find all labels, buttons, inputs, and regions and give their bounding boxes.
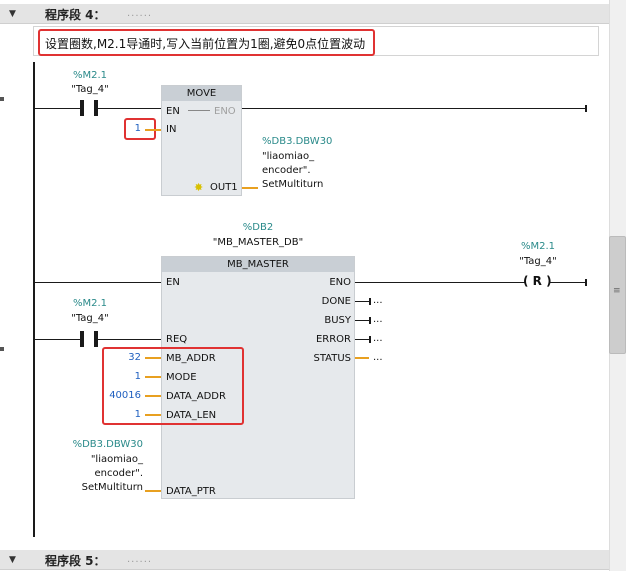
- move-out1-pin: OUT1: [210, 182, 238, 193]
- mb-master-instance-name: "MB_MASTER_DB": [212, 237, 304, 248]
- move-out1-tag-line2: encoder".: [262, 165, 311, 176]
- mb-master-title: MB_MASTER: [162, 257, 354, 272]
- done-terminal: [369, 298, 371, 305]
- data-addr-value[interactable]: 40016: [109, 390, 141, 401]
- mb-addr-connector: [145, 357, 161, 359]
- collapse-triangle-icon[interactable]: ▼: [9, 555, 16, 565]
- network-4-header[interactable]: ▼ 程序段 4： ......: [0, 4, 609, 24]
- move-out1-address: %DB3.DBW30: [262, 136, 333, 147]
- contact-2-address: %M2.1: [72, 298, 108, 309]
- contact-2-tag: "Tag_4": [71, 313, 109, 324]
- busy-value[interactable]: ...: [373, 314, 383, 325]
- rung-2-output-wire: [355, 282, 526, 283]
- mb-master-instance-address: %DB2: [242, 222, 274, 233]
- mb-master-status-pin: STATUS: [313, 353, 351, 364]
- mb-master-mb-addr-pin: MB_ADDR: [166, 353, 216, 364]
- collapse-triangle-icon[interactable]: ▼: [9, 9, 16, 19]
- data-addr-connector: [145, 395, 161, 397]
- mb-master-data-len-pin: DATA_LEN: [166, 410, 217, 421]
- rung-2-end: [585, 279, 587, 286]
- rung-1-output-wire: [242, 108, 586, 109]
- mb-master-req-pin: REQ: [166, 334, 188, 345]
- status-connector: [355, 357, 369, 359]
- mb-addr-value[interactable]: 32: [128, 352, 141, 363]
- error-wire: [355, 339, 369, 340]
- contact-2-right-bar[interactable]: [94, 331, 98, 347]
- mode-connector: [145, 376, 161, 378]
- move-in-pin: IN: [166, 124, 177, 135]
- mb-master-error-pin: ERROR: [315, 334, 351, 345]
- data-ptr-tag-line3: SetMultiturn: [81, 482, 143, 493]
- status-value[interactable]: ...: [373, 352, 383, 363]
- coil-tag: "Tag_4": [519, 256, 557, 267]
- move-in-connector: [145, 129, 161, 131]
- network-4-title-placeholder[interactable]: ......: [127, 8, 153, 19]
- mb-master-done-pin: DONE: [321, 296, 351, 307]
- rung-1-wire: [98, 108, 161, 109]
- scrollbar-thumb[interactable]: ≡: [609, 236, 626, 354]
- network-5-header[interactable]: ▼ 程序段 5： ......: [0, 550, 609, 570]
- data-len-value[interactable]: 1: [134, 409, 141, 420]
- network-4-title: 程序段 4：: [45, 8, 106, 22]
- scrollbar-grip-icon: ≡: [613, 286, 621, 296]
- rung-2-end-wire: [549, 282, 586, 283]
- error-value[interactable]: ...: [373, 333, 383, 344]
- mode-value[interactable]: 1: [134, 371, 141, 382]
- move-block-title: MOVE: [162, 86, 241, 101]
- rung-1-end: [585, 105, 587, 112]
- left-edge-marker: [0, 97, 4, 101]
- mb-master-data-addr-pin: DATA_ADDR: [166, 391, 226, 402]
- data-ptr-address: %DB3.DBW30: [72, 439, 143, 450]
- mb-master-data-ptr-pin: DATA_PTR: [166, 486, 216, 497]
- mb-master-busy-pin: BUSY: [324, 315, 351, 326]
- done-wire: [355, 301, 369, 302]
- network-comment-text: 设置圈数,M2.1导通时,写入当前位置为1圈,避免0点位置波动: [38, 29, 375, 56]
- contact-1-right-bar[interactable]: [94, 100, 98, 116]
- mb-master-en-pin: EN: [166, 277, 180, 288]
- left-edge-marker: [0, 347, 4, 351]
- busy-wire: [355, 320, 369, 321]
- error-terminal: [369, 336, 371, 343]
- contact-1-address: %M2.1: [72, 70, 108, 81]
- move-eno-pin: ENO: [214, 106, 236, 117]
- req-wire: [98, 339, 161, 340]
- busy-terminal: [369, 317, 371, 324]
- done-value[interactable]: ...: [373, 295, 383, 306]
- data-len-connector: [145, 414, 161, 416]
- move-out1-tag-line1: "liaomiao_: [262, 151, 315, 162]
- data-ptr-connector: [145, 490, 161, 492]
- reset-coil[interactable]: ( R ): [523, 274, 552, 288]
- mb-master-eno-pin: ENO: [329, 277, 351, 288]
- data-ptr-tag-line1: "liaomiao_: [90, 454, 143, 465]
- mb-master-block[interactable]: MB_MASTER: [161, 256, 355, 499]
- move-block[interactable]: MOVE: [161, 85, 242, 196]
- move-out1-tag-line3: SetMultiturn: [262, 179, 324, 190]
- network-5-title-placeholder[interactable]: ......: [127, 554, 153, 565]
- move-in-value[interactable]: 1: [134, 123, 141, 134]
- req-wire: [35, 339, 80, 340]
- data-ptr-tag-line2: encoder".: [94, 468, 144, 479]
- contact-1-left-bar[interactable]: [80, 100, 84, 116]
- move-out1-connector: [242, 187, 258, 189]
- move-en-eno-line: [188, 110, 210, 111]
- parameter-highlight: [102, 347, 244, 425]
- mb-master-mode-pin: MODE: [166, 372, 197, 383]
- contact-1-tag: "Tag_4": [71, 84, 109, 95]
- contact-2-left-bar[interactable]: [80, 331, 84, 347]
- network-5-title: 程序段 5：: [45, 554, 106, 568]
- rung-1-wire: [35, 108, 80, 109]
- coil-address: %M2.1: [520, 241, 556, 252]
- power-rail: [33, 62, 35, 537]
- sparkle-icon: ✸: [194, 181, 204, 194]
- rung-2-wire: [35, 282, 161, 283]
- move-en-pin: EN: [166, 106, 180, 117]
